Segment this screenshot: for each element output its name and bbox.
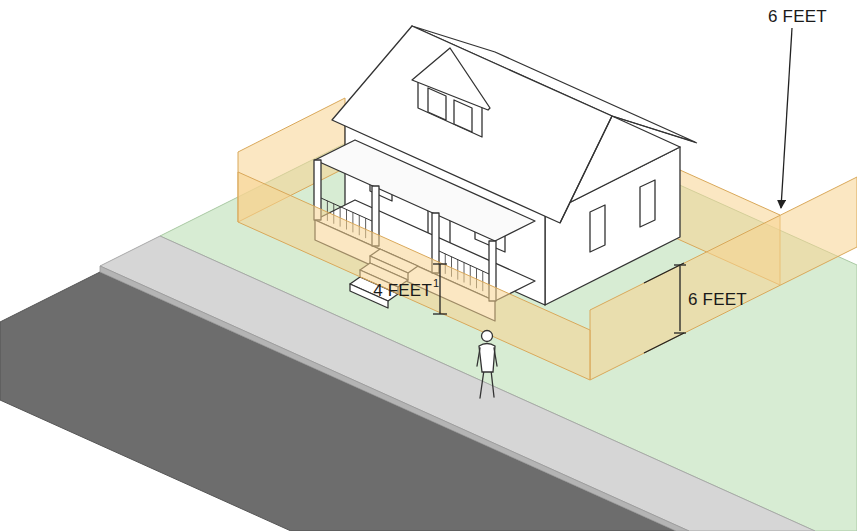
dimension-tick (674, 264, 686, 265)
dimension-tick (674, 332, 686, 333)
leader-arrow (781, 28, 792, 208)
dimension-tick (433, 263, 447, 264)
dimension-label: 6 FEET (768, 8, 827, 25)
dimension-line (439, 264, 440, 314)
right-side-fence-zone (590, 177, 857, 380)
roof-rake (560, 116, 697, 223)
front-fences (238, 172, 857, 380)
dimension-line (679, 266, 680, 331)
footnote-number: 1 (433, 278, 439, 289)
dimension-marks (433, 28, 792, 353)
front-fence-zone (238, 172, 590, 380)
window (640, 180, 655, 227)
window (590, 205, 605, 252)
dimension-label: 4 FEET (373, 282, 432, 299)
dormer-window (428, 88, 446, 120)
dimension-label: 6 FEET (688, 291, 747, 308)
person (477, 331, 497, 399)
person-head (482, 331, 493, 342)
person-arm (494, 348, 497, 366)
extension-line (644, 333, 684, 353)
person-body (479, 344, 495, 373)
dormer-window (454, 100, 472, 132)
dimension-tick (433, 313, 447, 314)
person-arm (477, 348, 480, 366)
extension-line (644, 263, 684, 283)
dormer-roof (412, 48, 490, 110)
person-leg (480, 370, 484, 398)
person-leg (491, 370, 494, 397)
